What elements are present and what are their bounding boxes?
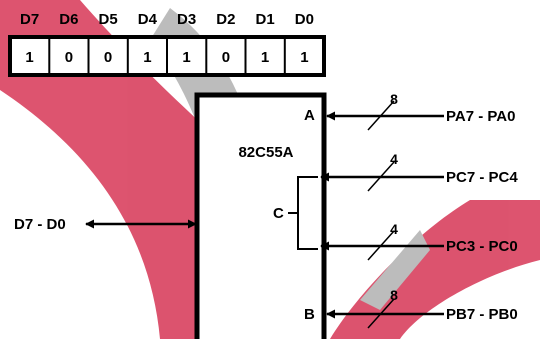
port-a-bus-slash	[367, 100, 395, 131]
port-a-pins-label: PA7 - PA0	[446, 108, 515, 125]
port-b-bus: 8 PB7 - PB0	[326, 287, 518, 329]
port-c-label: C	[273, 205, 284, 222]
port-c-upper-pins-label: PC7 - PC4	[446, 169, 518, 186]
port-b-label: B	[304, 306, 315, 323]
bit-label-d2: D2	[216, 11, 235, 28]
port-a-bus-width: 8	[390, 91, 398, 107]
control-word: D7 D6 D5 D4 D3 D2 D1 D0 1 0 0 1 1 0 1 1	[8, 11, 326, 77]
bit-value-d5: 0	[104, 49, 112, 66]
bit-label-d4: D4	[138, 11, 158, 28]
bit-value-d4: 1	[143, 49, 151, 66]
bit-value-d3: 1	[182, 49, 190, 66]
bit-label-d3: D3	[177, 11, 196, 28]
bit-dividers	[48, 37, 286, 75]
port-c-lower-bus-width: 4	[390, 221, 398, 237]
bit-label-d0: D0	[295, 11, 314, 28]
bit-value-d1: 1	[261, 49, 269, 66]
port-c-upper-bus-width: 4	[390, 151, 398, 167]
port-a-label: A	[304, 107, 315, 124]
port-c-lower-pins-label: PC3 - PC0	[446, 238, 518, 255]
chip-name: 82C55A	[238, 144, 293, 161]
watermark-gray-wedge	[360, 230, 430, 310]
watermark-red-swoosh	[0, 0, 235, 339]
bit-label-d1: D1	[256, 11, 275, 28]
bit-values: 1 0 0 1 1 0 1 1	[25, 49, 308, 66]
chip-body	[194, 92, 327, 339]
bit-value-d7: 1	[25, 49, 33, 66]
bit-label-d7: D7	[20, 11, 39, 28]
bit-value-d2: 0	[222, 49, 230, 66]
bit-label-d6: D6	[59, 11, 78, 28]
port-c-lower-bus: 4 PC3 - PC0	[320, 221, 518, 261]
port-c-upper-bus-slash	[367, 161, 395, 192]
bit-value-d6: 0	[65, 49, 73, 66]
port-b-bus-slash	[367, 298, 395, 329]
bit-labels: D7 D6 D5 D4 D3 D2 D1 D0	[20, 11, 314, 28]
bit-label-d5: D5	[99, 11, 118, 28]
port-a-bus: 8 PA7 - PA0	[326, 91, 515, 131]
bit-value-d0: 1	[300, 49, 308, 66]
port-c-bracket	[288, 176, 318, 250]
port-c-upper-bus: 4 PC7 - PC4	[320, 151, 518, 192]
port-b-bus-width: 8	[390, 287, 398, 303]
data-bus-label: D7 - D0	[14, 216, 66, 233]
port-c-lower-bus-slash	[367, 230, 395, 261]
port-b-pins-label: PB7 - PB0	[446, 306, 518, 323]
